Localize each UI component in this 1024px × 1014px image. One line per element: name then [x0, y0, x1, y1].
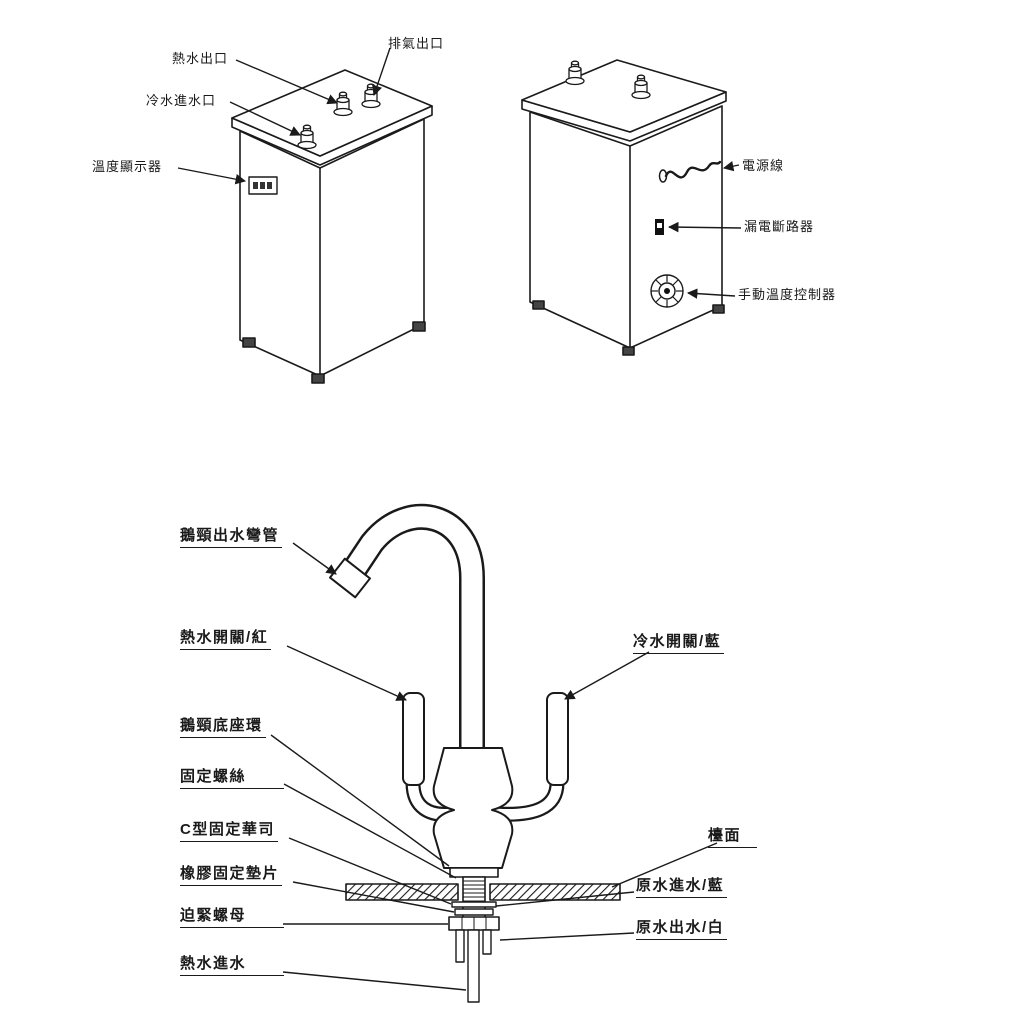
faucet-body: [432, 747, 514, 869]
cold-handle: [546, 692, 569, 786]
label-leakage-breaker: 漏電斷路器: [744, 219, 815, 234]
leader-fixing-screw: [283, 783, 457, 879]
heater-front-view-drawing: [231, 69, 433, 384]
spout-tip: [329, 557, 371, 599]
heater-foot: [412, 321, 426, 332]
heater-side-view-drawing: [521, 59, 727, 356]
label-gooseneck-spout: 鵝頸出水彎管: [180, 524, 283, 548]
label-cold-switch-blue: 冷水開關/藍: [633, 630, 725, 654]
label-raw-water-out-white: 原水出水/白: [636, 916, 728, 940]
label-rubber-gasket: 橡膠固定墊片: [180, 862, 283, 886]
leader-countertop: [611, 842, 718, 888]
label-tightening-nut: 迫緊螺母: [180, 904, 285, 928]
heater-foot: [712, 304, 725, 314]
heater-lid-top: [521, 59, 727, 133]
tightening-nut: [448, 916, 500, 931]
faucet-assembly-drawing: [329, 504, 621, 1003]
hot-water-inlet-tube: [467, 929, 480, 1003]
label-gooseneck-base-ring: 鵝頸底座環: [180, 714, 266, 738]
gooseneck-base-ring: [449, 867, 499, 878]
label-countertop: 檯面: [708, 824, 758, 848]
label-hot-water-outlet: 熱水出口: [172, 51, 229, 66]
gooseneck-tube: [343, 504, 485, 762]
leader-exhaust-outlet: [372, 47, 391, 96]
label-manual-temp-controller: 手動溫度控制器: [738, 287, 837, 302]
heater-foot: [311, 373, 325, 384]
label-power-cord: 電源線: [742, 158, 785, 173]
leader-c-washer: [288, 837, 452, 905]
power-cord-drawing: [658, 160, 722, 183]
mounting-shaft: [462, 876, 486, 924]
leader-leakage-breaker: [667, 221, 742, 233]
countertop-right: [489, 883, 621, 901]
label-hot-switch-red: 熱水開關/紅: [180, 626, 272, 650]
hot-handle: [402, 692, 425, 786]
raw-water-in-tube: [455, 929, 465, 963]
label-exhaust-outlet: 排氣出口: [388, 36, 445, 51]
leader-hot-switch: [286, 645, 407, 701]
top-fitting: [565, 60, 585, 86]
leader-manual-temp-controller: [686, 288, 736, 299]
leader-cold-switch: [564, 651, 650, 700]
leader-cold-water-inlet: [229, 101, 301, 136]
leader-raw-water-out: [499, 932, 635, 941]
temperature-display: [248, 176, 278, 195]
rubber-gasket: [454, 908, 494, 916]
leader-gooseneck-base-ring: [270, 734, 450, 867]
heater-foot: [242, 337, 256, 348]
heater-foot: [622, 346, 635, 356]
leader-temperature-display: [177, 167, 247, 185]
c-washer: [451, 901, 497, 908]
leader-hot-water-outlet: [235, 59, 338, 105]
breaker-switch-drawing: [655, 219, 664, 235]
leader-lines: [177, 47, 742, 991]
raw-water-out-tube: [482, 929, 492, 955]
label-fixing-screw: 固定螺絲: [180, 765, 285, 789]
label-cold-water-inlet: 冷水進水口: [146, 93, 217, 108]
leader-raw-water-in: [495, 891, 635, 907]
cold-handle-connector: [497, 782, 565, 822]
leader-gooseneck-spout: [292, 542, 337, 575]
heater-foot: [532, 300, 545, 310]
label-temperature-display: 溫度顯示器: [92, 159, 163, 174]
leader-power-cord: [722, 160, 740, 172]
label-hot-water-inlet: 熱水進水: [180, 952, 285, 976]
leader-rubber-gasket: [292, 881, 455, 913]
leader-hot-water-inlet: [282, 971, 467, 991]
label-raw-water-in-blue: 原水進水/藍: [636, 874, 728, 898]
label-c-washer: C型固定華司: [180, 818, 278, 842]
countertop-left: [345, 883, 459, 901]
temp-control-knob-drawing: [650, 274, 684, 308]
